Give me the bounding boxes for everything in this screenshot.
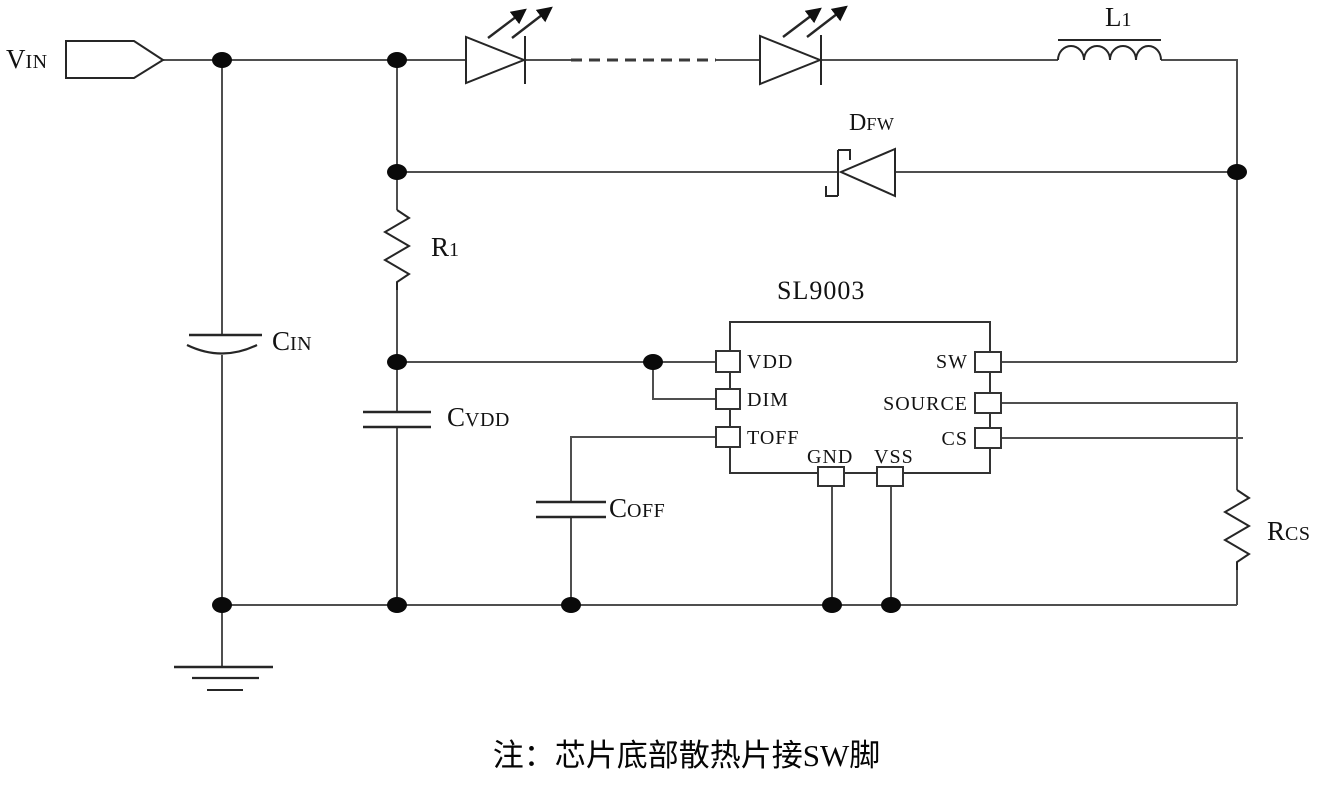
led2-light-arrow-1 [782, 7, 822, 38]
dfw-schottky-hook-top [838, 149, 851, 160]
dfw-schottky-hook-bottom [825, 186, 838, 197]
vin-connector [65, 40, 165, 79]
pin-label-dim: DIM [747, 389, 789, 411]
vin-label-main: V [6, 44, 26, 74]
resistor-r1 [383, 209, 411, 290]
pin-label-source: SOURCE [883, 393, 968, 415]
led2 [759, 5, 848, 86]
diode-dfw [825, 147, 896, 198]
l1-label-main: L [1105, 2, 1122, 32]
wire-source-to-rcs [1001, 402, 1238, 490]
junction-dot [387, 52, 407, 68]
pin-vss [876, 466, 904, 487]
l1-coil [1057, 45, 1162, 61]
l1-label-sub: 1 [1121, 9, 1132, 31]
junction-dot [387, 597, 407, 613]
wire-l1-to-sw-rail [1161, 59, 1238, 362]
cvdd-label-main: C [447, 402, 466, 432]
coff-label: COFF [609, 495, 665, 522]
ic-name-label: SL9003 [777, 276, 866, 305]
cin-label-sub: IN [290, 333, 313, 355]
junction-dots [212, 52, 1247, 613]
pin-label-vdd: VDD [747, 351, 794, 373]
capacitor-cin [186, 333, 262, 355]
resistor-rcs [1223, 489, 1251, 570]
capacitor-coff [536, 500, 606, 519]
coff-label-sub: OFF [627, 500, 666, 522]
junction-dot [822, 597, 842, 613]
junction-dot [387, 354, 407, 370]
junction-dot [387, 164, 407, 180]
rcs-label: RCS [1267, 518, 1310, 545]
cin-plate-curved [186, 344, 258, 355]
pin-cs [974, 427, 1002, 449]
led1-triangle [465, 35, 527, 85]
ground-symbol [174, 665, 273, 691]
r1-label-sub: 1 [449, 239, 460, 261]
pin-label-cs: CS [941, 428, 968, 450]
junction-dot [561, 597, 581, 613]
led1-light-arrow-2 [511, 6, 553, 39]
rcs-label-main: R [1267, 516, 1286, 546]
pin-label-toff: TOFF [747, 427, 800, 449]
led1 [465, 6, 553, 85]
vin-label-sub: IN [25, 51, 48, 73]
junction-dot [881, 597, 901, 613]
pin-toff [715, 426, 741, 448]
wire-dim-branch [652, 362, 716, 400]
rcs-label-sub: CS [1285, 523, 1311, 545]
led2-light-arrow-2 [806, 5, 848, 38]
cin-label: CIN [272, 328, 312, 355]
r1-label-main: R [431, 232, 450, 262]
pin-vdd [715, 350, 741, 373]
wire-toff-to-coff [570, 436, 716, 502]
pin-dim [715, 388, 741, 410]
junction-dot [212, 52, 232, 68]
pin-label-sw: SW [936, 351, 968, 373]
r1-label: R1 [431, 234, 460, 261]
junction-dot [1227, 164, 1247, 180]
ic-pins [715, 350, 1002, 487]
led2-triangle [759, 34, 823, 86]
inductor-l1 [1057, 39, 1162, 61]
wires [163, 58, 1243, 667]
cvdd-label: CVDD [447, 404, 510, 431]
junction-dot [643, 354, 663, 370]
ic-sl9003 [715, 321, 1002, 487]
cin-label-main: C [272, 326, 291, 356]
capacitor-cvdd [363, 410, 431, 429]
l1-label: L1 [1105, 4, 1132, 31]
pin-sw [974, 351, 1002, 373]
dfw-label-main: D [849, 110, 867, 136]
dfw-triangle [838, 147, 896, 198]
dfw-label-sub: FW [866, 114, 895, 134]
led1-light-arrow-1 [487, 8, 527, 39]
pin-gnd [817, 466, 845, 487]
pin-label-gnd: GND [807, 446, 854, 468]
cvdd-label-sub: VDD [465, 409, 510, 431]
ic-body [729, 321, 991, 474]
dfw-label: DFW [849, 111, 894, 135]
footnote: 注：芯片底部散热片接SW脚 [492, 738, 881, 773]
coff-label-main: C [609, 493, 628, 523]
junction-dot [212, 597, 232, 613]
pin-source [974, 392, 1002, 414]
pin-label-vss: VSS [874, 446, 914, 468]
vin-label: VIN [6, 46, 48, 73]
